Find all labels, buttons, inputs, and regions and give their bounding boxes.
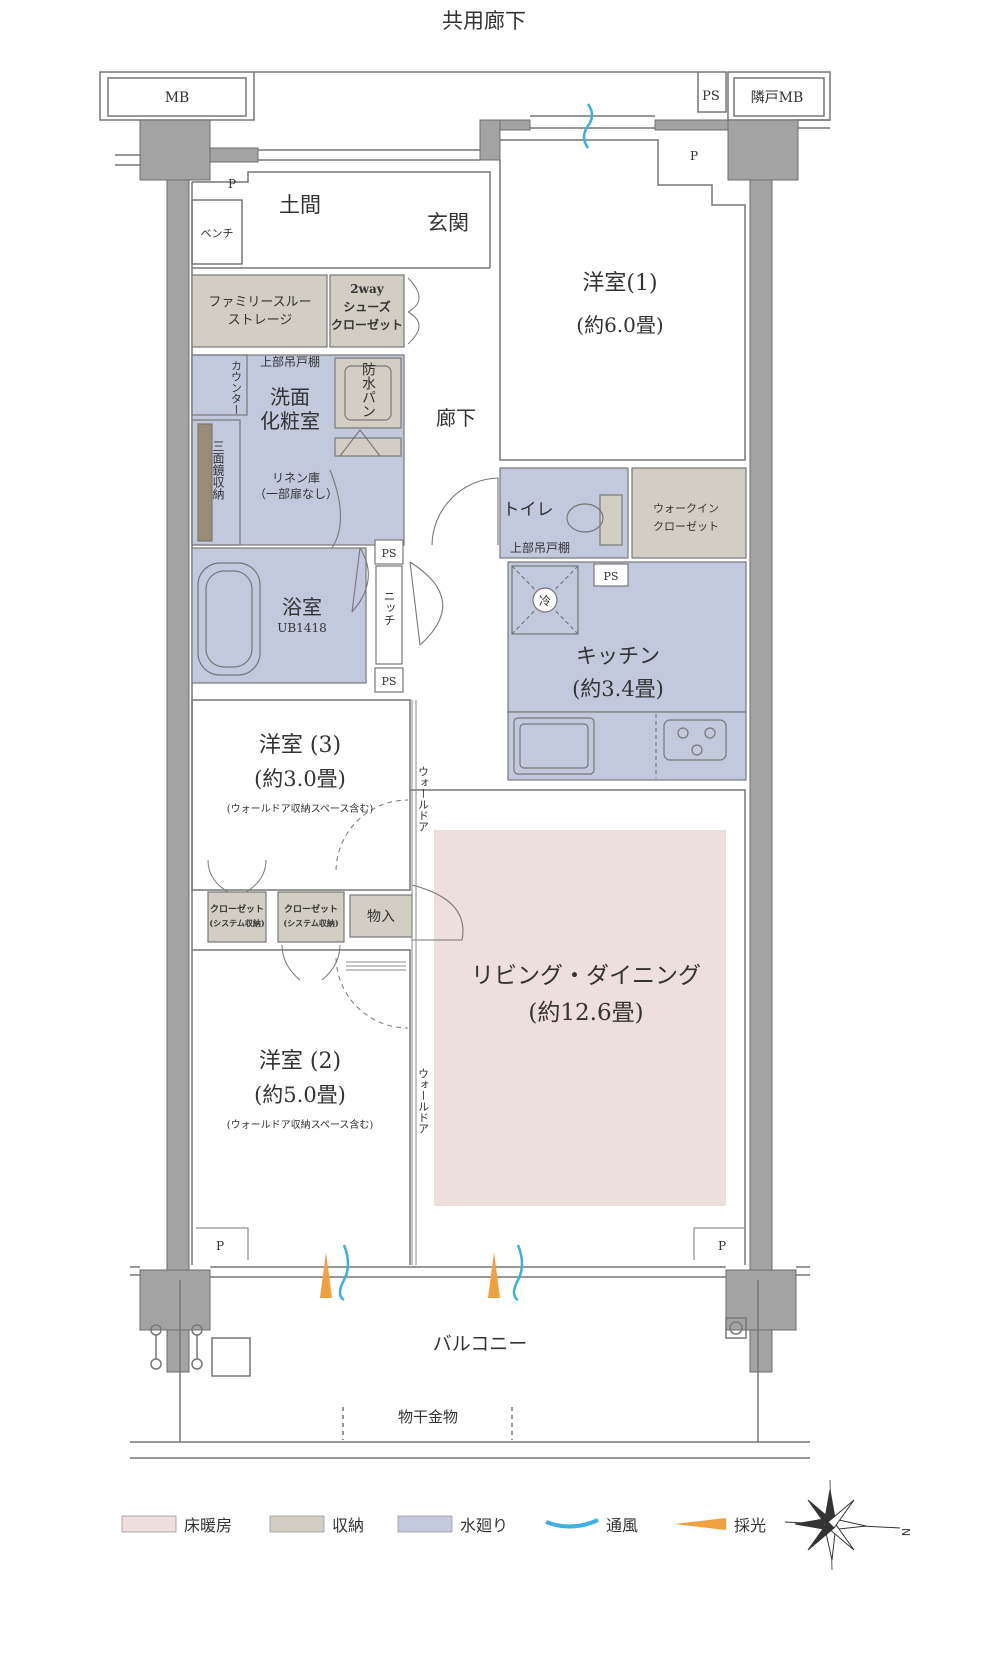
wall-door-label-2: ウォールドア — [417, 1068, 430, 1134]
closet-sys-a-label-2: (システム収納) — [209, 918, 265, 928]
western3-note: (ウォールドア収納スペース含む) — [227, 802, 374, 815]
p-marker-frames — [196, 1227, 744, 1260]
closet-sys-b-label-1: クローゼット — [284, 903, 338, 915]
kitchen-name: キッチン — [576, 644, 660, 668]
washroom-fixtures — [191, 354, 402, 676]
storage-label: 物入 — [367, 909, 395, 925]
ps-label-1: PS — [382, 547, 397, 560]
legend-label-water: 水廻り — [460, 1516, 508, 1535]
top-utility-strip — [99, 71, 831, 121]
kitchen-size: (約3.4畳) — [572, 677, 664, 701]
legend-swatch-floor-heating — [121, 1515, 177, 1533]
ps-label-2: PS — [382, 675, 397, 688]
closet-doors — [207, 277, 420, 981]
room-outlines — [191, 139, 746, 1265]
wall-door-track — [346, 700, 417, 1265]
western1-name: 洋室(1) — [582, 271, 657, 296]
genkan-label: 玄関 — [427, 211, 469, 235]
wall-door-swings — [335, 799, 409, 1029]
legend-label-light: 採光 — [734, 1516, 766, 1535]
living-name: リビング・ダイニング — [471, 963, 701, 989]
compass-icon — [784, 1479, 901, 1571]
walkin-label-2: クローゼット — [653, 520, 719, 533]
kitchen-fixtures — [511, 565, 727, 778]
washroom-label-2: 化粧室 — [260, 409, 320, 433]
doma-label: 土間 — [279, 193, 321, 217]
shoe-closet-label-3: クローゼット — [331, 317, 403, 332]
storage-areas — [191, 274, 747, 943]
family-storage-label-1: ファミリースルー — [208, 295, 311, 310]
door-swings — [329, 469, 499, 941]
closet-sys-a-label-1: クローゼット — [210, 903, 264, 915]
toilet-shelf-label: 上部吊戸棚 — [510, 540, 570, 555]
ps-top-label: PS — [702, 89, 720, 104]
walkin-label-1: ウォークイン — [653, 502, 719, 515]
ps-label-3: PS — [604, 570, 619, 583]
mirror-storage-label: 三面鏡収納 — [211, 440, 225, 500]
western2-note: (ウォールドア収納スペース含む) — [227, 1118, 374, 1131]
p-marker-western2: P — [216, 1239, 224, 1253]
western3-size: (約3.0畳) — [254, 767, 346, 791]
legend: 床暖房 収納 水廻り 通風 採光 — [121, 1515, 766, 1535]
bench-label: ベンチ — [201, 227, 234, 240]
shoe-closet-label-1: 2way — [350, 282, 384, 296]
corridor-label: 共用廊下 — [442, 9, 526, 33]
exterior-lines — [115, 115, 830, 1278]
niche-label: ニッチ — [382, 590, 396, 626]
family-storage-label-2: ストレージ — [228, 313, 293, 328]
linen-label-1: リネン庫 — [272, 471, 320, 485]
western3-name: 洋室 (3) — [259, 733, 341, 758]
counter-label: カウンター — [230, 360, 243, 415]
legend-label-storage: 収納 — [332, 1516, 364, 1535]
ps-boxes — [374, 539, 629, 693]
p-marker-entrance: P — [228, 177, 236, 191]
legend-swatch-ventilation — [545, 1518, 599, 1529]
p-marker-western1: P — [690, 149, 698, 163]
compass-north-label: N — [899, 1528, 912, 1536]
legend-swatch-light — [674, 1518, 726, 1530]
bath-label-1: 浴室 — [282, 595, 322, 619]
closet-sys-b-label-2: (システム収納) — [283, 918, 339, 928]
linen-label-2: （一部扉なし） — [254, 486, 338, 501]
structural-walls — [139, 119, 799, 1373]
drying-rack-label: 物干金物 — [398, 1408, 458, 1426]
legend-label-floor-heating: 床暖房 — [184, 1516, 232, 1535]
hallway-label: 廊下 — [436, 406, 476, 430]
legend-label-ventilation: 通風 — [606, 1516, 638, 1535]
toilet-fixture — [566, 494, 623, 546]
upper-shelf-label: 上部吊戸棚 — [260, 354, 320, 369]
floor-heating-area — [434, 830, 726, 1206]
light-symbols — [320, 1252, 500, 1298]
mb-label: MB — [165, 90, 190, 106]
toilet-label: トイレ — [503, 500, 554, 520]
legend-swatch-water — [397, 1515, 453, 1533]
western2-size: (約5.0畳) — [254, 1083, 346, 1107]
washroom-label-1: 洗面 — [270, 385, 310, 409]
bath-label-2: UB1418 — [277, 621, 326, 635]
waterproof-pan-label: 防水パン — [360, 362, 376, 418]
fridge-label: 冷 — [539, 594, 551, 608]
living-size: (約12.6畳) — [528, 1000, 643, 1026]
p-marker-living: P — [718, 1239, 726, 1253]
legend-swatch-storage — [269, 1515, 325, 1533]
shoe-closet-label-2: シューズ — [343, 299, 390, 314]
western1-size: (約6.0畳) — [576, 313, 663, 337]
balcony-rail — [130, 1280, 810, 1459]
neighbor-mb-label: 隣戸MB — [751, 90, 804, 106]
western2-name: 洋室 (2) — [259, 1049, 341, 1074]
ventilation-symbols — [338, 103, 594, 1302]
wall-door-label-1: ウォールドア — [417, 766, 430, 832]
balcony-label: バルコニー — [433, 1333, 528, 1355]
